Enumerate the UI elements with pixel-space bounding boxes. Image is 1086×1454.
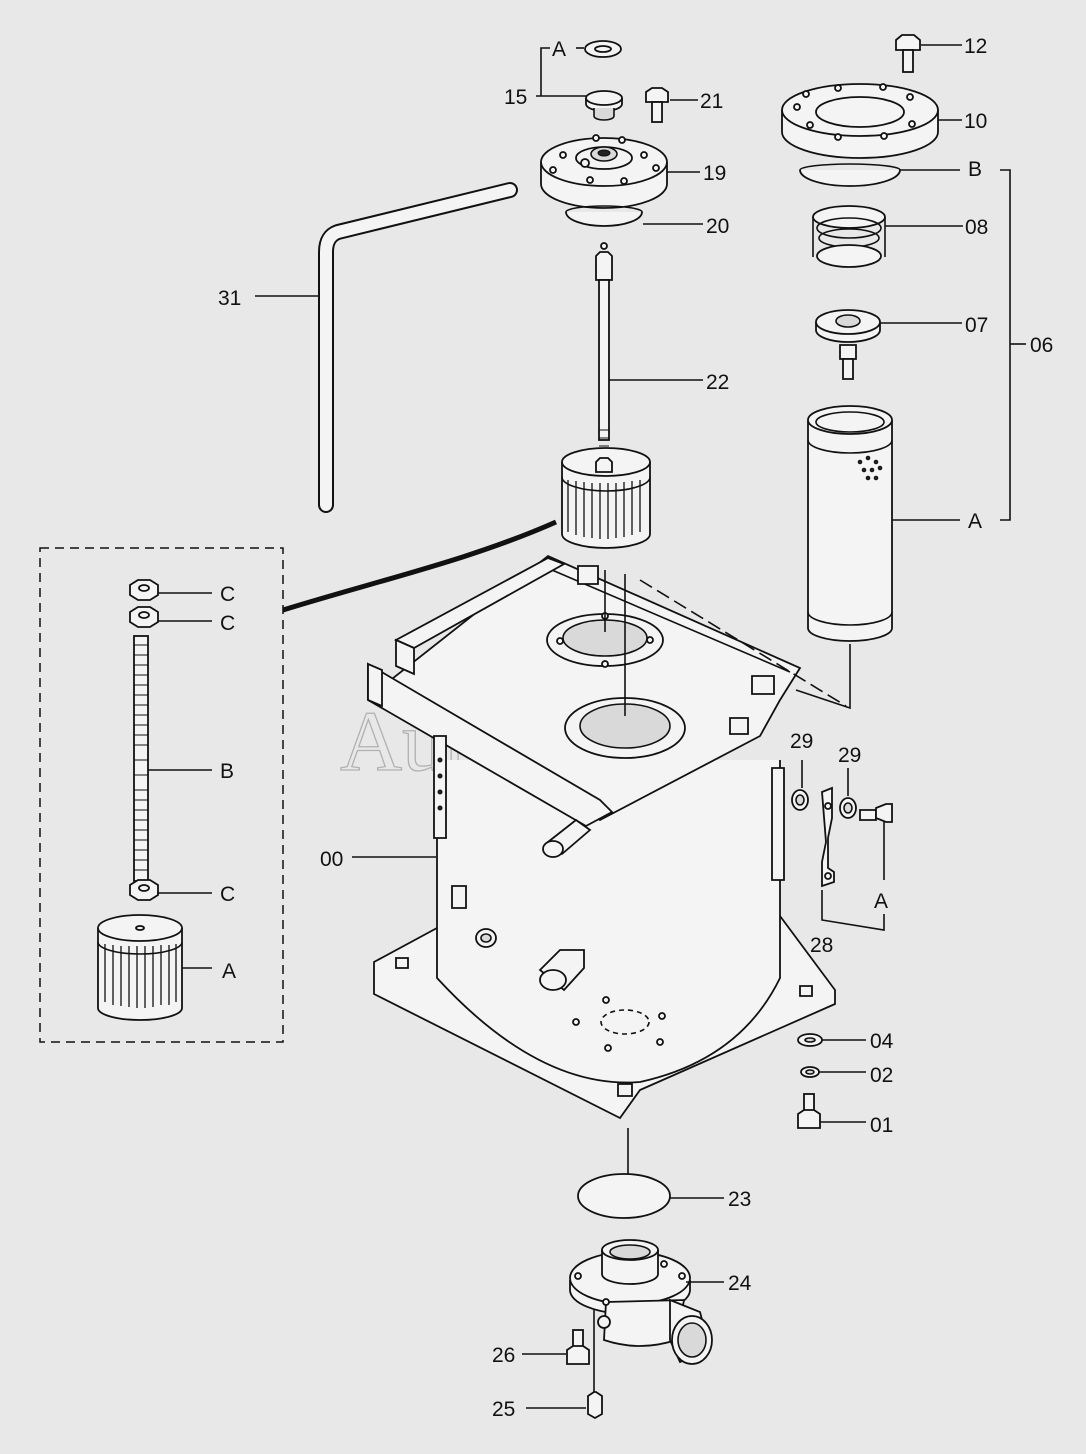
gasket-b (799, 163, 901, 187)
inset-label-c3: C (220, 883, 235, 906)
bolt-21 (645, 87, 669, 123)
washer-29-right (839, 797, 857, 819)
label-29-right: 29 (838, 744, 861, 767)
lockwasher-02 (800, 1066, 820, 1078)
flange-19 (540, 134, 668, 209)
elbow-24 (569, 1239, 713, 1365)
tank-00 (367, 554, 836, 1120)
label-23: 23 (728, 1188, 751, 1211)
bolt-01 (797, 1093, 821, 1129)
washer-04 (797, 1033, 823, 1047)
label-24: 24 (728, 1272, 752, 1295)
label-20: 20 (706, 215, 729, 238)
inset-nut-c1 (129, 579, 159, 601)
plug-25 (587, 1391, 603, 1420)
filter-case-a (807, 405, 893, 642)
gasket-23 (577, 1173, 671, 1219)
cover-10 (781, 83, 939, 159)
filter-element (561, 447, 651, 549)
bracket-28 (821, 786, 835, 888)
label-12: 12 (964, 35, 987, 58)
label-08: 08 (965, 216, 988, 239)
bolt-26 (566, 1329, 590, 1365)
rod-22 (595, 242, 613, 473)
bolt-a (859, 803, 893, 823)
label-10: 10 (964, 110, 987, 133)
label-04: 04 (870, 1030, 894, 1053)
label-15: 15 (504, 86, 527, 109)
valve-07 (815, 309, 881, 380)
inset-label-a: A (222, 960, 236, 983)
label-29-left: 29 (790, 730, 813, 753)
label-19: 19 (703, 162, 726, 185)
bolt-12 (895, 34, 921, 73)
inset-filter-assembly: C C B C A (39, 519, 558, 1043)
label-06: 06 (1030, 334, 1053, 357)
hose-31 (318, 182, 518, 513)
label-25: 25 (492, 1398, 515, 1421)
label-top-a: A (552, 38, 566, 61)
label-21: 21 (700, 90, 723, 113)
washer-29-left (791, 789, 809, 811)
inset-nut-c3 (129, 879, 159, 901)
inset-label-c2: C (220, 612, 235, 635)
inset-threaded-rod (133, 635, 149, 882)
label-b: B (968, 158, 982, 181)
inset-nut-c2 (129, 606, 159, 628)
label-07: 07 (965, 314, 988, 337)
cap-15 (585, 90, 623, 121)
washer-a (584, 40, 622, 58)
label-bracket-a: A (874, 890, 888, 913)
label-28: 28 (810, 934, 833, 957)
label-01: 01 (870, 1114, 893, 1137)
label-00: 00 (320, 848, 343, 871)
label-22: 22 (706, 371, 729, 394)
spring-08 (812, 205, 886, 268)
label-31: 31 (218, 287, 241, 310)
inset-filter-element (97, 914, 183, 1021)
label-26: 26 (492, 1344, 515, 1367)
inset-label-b: B (220, 760, 234, 783)
label-tank-a: A (968, 510, 982, 533)
inset-label-c1: C (220, 583, 235, 606)
label-02: 02 (870, 1064, 893, 1087)
gasket-20 (565, 205, 643, 227)
